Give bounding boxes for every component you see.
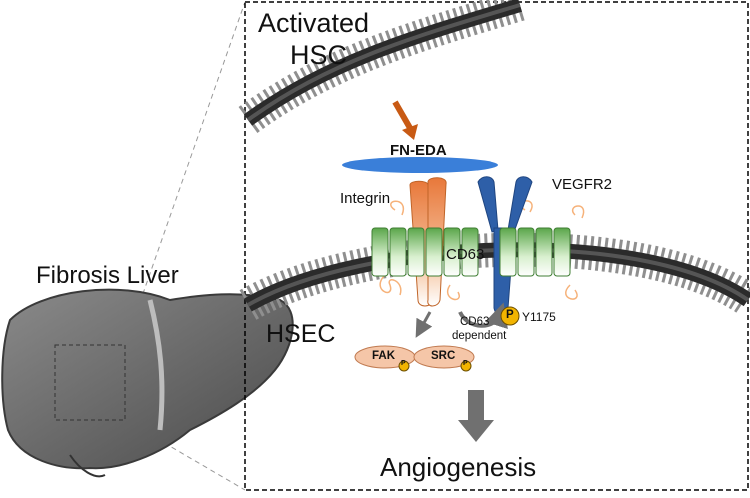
y1175-label: Y1175 xyxy=(522,310,556,324)
phospho-marker-src xyxy=(460,360,472,372)
fn-eda-shape xyxy=(342,157,498,173)
secretion-arrow xyxy=(392,100,418,140)
src-phospho-label: P xyxy=(463,360,468,367)
cd63-label: CD63 xyxy=(446,246,485,263)
fak-phospho-label: P xyxy=(401,360,406,367)
phospho-marker-vegfr2 xyxy=(500,306,520,326)
src-label: SRC xyxy=(431,350,456,362)
angiogenesis-label: Angiogenesis xyxy=(380,452,537,482)
phospho-marker-vegfr2-label: P xyxy=(506,309,514,321)
cd63-dependent-arrow xyxy=(458,302,508,330)
fibrosis-liver-label: Fibrosis Liver xyxy=(36,262,179,289)
zoom-region-box xyxy=(54,344,126,421)
fak-label: FAK xyxy=(372,350,395,362)
vegfr2-label: VEGFR2 xyxy=(552,176,613,193)
zoom-guide-lines xyxy=(124,1,246,491)
hsc-membrane xyxy=(238,0,525,133)
activated-hsc-label-line2: HSC xyxy=(290,40,348,70)
cd63-tetraspanins xyxy=(371,227,571,277)
cd63-dependent-label-line1: CD63 xyxy=(460,316,490,328)
activated-hsc-label-line1: Activated xyxy=(258,8,370,38)
angiogenesis-arrow xyxy=(458,390,494,442)
src-shape xyxy=(413,345,475,369)
fn-eda-label: FN-EDA xyxy=(390,142,447,159)
phospho-marker-fak xyxy=(398,360,410,372)
liver-illustration xyxy=(1,288,294,478)
signal-arrows xyxy=(415,311,433,338)
integrin-label: Integrin xyxy=(340,190,391,207)
hsec-label: HSEC xyxy=(266,320,336,348)
cd63-dependent-label-line2: dependent xyxy=(452,330,507,342)
